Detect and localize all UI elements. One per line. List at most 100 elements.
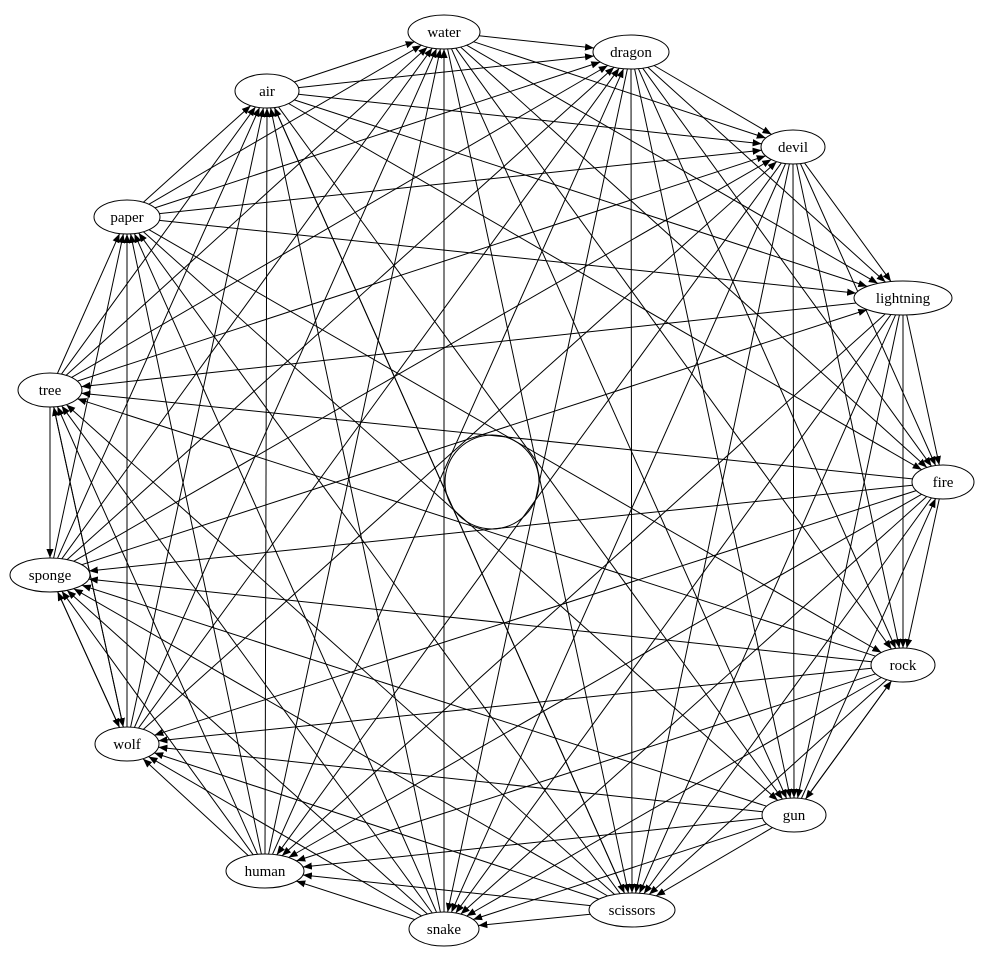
edge-sponge-to-water <box>61 47 433 560</box>
edge-paper-to-rock <box>148 229 882 653</box>
node-label: scissors <box>609 903 656 919</box>
edge-sponge-to-devil <box>73 159 772 562</box>
edge-human-to-paper <box>128 233 262 855</box>
edge-water-to-dragon <box>479 35 595 51</box>
edge-lightning-to-gun <box>795 314 900 799</box>
edge-water-to-gun <box>450 48 788 799</box>
node-gun[interactable]: gun <box>761 797 827 833</box>
edge-scissors-to-tree <box>66 404 615 895</box>
edge-gun-to-rock <box>805 680 892 800</box>
edge-scissors-to-wolf <box>154 752 600 900</box>
edge-rock-to-scissors <box>648 679 888 895</box>
edge-paper-to-lightning <box>159 219 857 296</box>
edge-water-to-rock <box>455 47 892 650</box>
node-label: snake <box>427 922 461 938</box>
node-dragon[interactable]: dragon <box>592 34 670 70</box>
node-ellipse <box>592 34 670 70</box>
node-label: air <box>259 84 275 100</box>
node-tree[interactable]: tree <box>17 372 83 408</box>
edge-sponge-to-paper <box>53 233 126 559</box>
edge-snake-to-human <box>296 880 416 921</box>
node-label: rock <box>890 658 917 674</box>
edge-devil-to-human <box>276 162 782 856</box>
edge-dragon-to-fire <box>642 67 932 467</box>
edge-gun-to-snake <box>472 823 767 921</box>
edge-gun-to-scissors <box>655 827 773 897</box>
node-ellipse <box>911 464 975 500</box>
node-air[interactable]: air <box>234 73 300 109</box>
edge-fire-to-snake <box>460 496 928 915</box>
node-layer: water dragon devil lightning fire rock gun scis… <box>9 14 975 947</box>
edge-paper-to-devil <box>159 147 762 215</box>
edge-lightning-to-fire <box>906 314 941 466</box>
node-wolf[interactable]: wolf <box>94 726 160 762</box>
edge-human-to-tree <box>56 406 258 855</box>
edge-snake-to-air <box>268 107 441 913</box>
edge-air-to-lightning <box>294 99 868 288</box>
node-label: sponge <box>29 568 72 584</box>
edge-human-to-sponge <box>61 590 254 856</box>
node-ellipse <box>93 199 161 235</box>
node-label: gun <box>783 808 806 824</box>
node-fire[interactable]: fire <box>911 464 975 500</box>
edge-devil-to-fire <box>799 163 937 466</box>
edge-air-to-devil <box>298 93 762 147</box>
node-label: paper <box>110 210 143 226</box>
edge-lightning-to-scissors <box>638 314 897 894</box>
node-scissors[interactable]: scissors <box>588 892 676 928</box>
node-label: dragon <box>610 45 652 61</box>
node-ellipse <box>408 911 480 947</box>
edge-air-to-dragon <box>298 53 595 89</box>
edge-snake-to-tree <box>61 405 433 914</box>
node-label: human <box>245 864 286 880</box>
edge-fire-to-human <box>288 493 922 858</box>
edge-tree-to-paper <box>56 233 121 374</box>
edge-lightning-to-human <box>281 313 886 857</box>
edge-tree-to-air <box>61 106 256 375</box>
edge-fire-to-tree <box>81 390 913 480</box>
edge-paper-to-air <box>143 105 252 203</box>
edge-gun-to-fire <box>800 498 937 799</box>
edge-rock-to-tree <box>77 398 876 657</box>
edge-water-to-lightning <box>466 44 879 284</box>
node-paper[interactable]: paper <box>93 199 161 235</box>
node-water[interactable]: water <box>407 14 481 50</box>
edge-paper-to-water <box>148 44 422 205</box>
node-sponge[interactable]: sponge <box>9 557 91 593</box>
edge-wolf-to-water <box>133 48 438 728</box>
edge-rock-to-snake <box>466 677 882 917</box>
edge-gun-to-wolf <box>158 744 763 813</box>
edge-water-to-fire <box>460 46 928 468</box>
node-snake[interactable]: snake <box>408 911 480 947</box>
edge-human-to-water <box>268 48 443 855</box>
edge-scissors-to-sponge <box>73 588 608 897</box>
node-ellipse <box>9 557 91 593</box>
node-label: tree <box>39 383 62 399</box>
node-devil[interactable]: devil <box>760 129 826 165</box>
edge-tree-to-devil <box>77 155 766 382</box>
edge-devil-to-lightning <box>804 162 892 282</box>
node-lightning[interactable]: lightning <box>853 280 953 316</box>
edge-sponge-to-wolf <box>57 591 120 728</box>
edge-devil-to-snake <box>450 163 787 913</box>
node-ellipse <box>225 853 305 889</box>
edge-scissors-to-paper <box>138 232 621 894</box>
edge-dragon-to-lightning <box>647 66 886 283</box>
edge-air-to-fire <box>288 103 922 471</box>
node-human[interactable]: human <box>225 853 305 889</box>
node-rock[interactable]: rock <box>870 647 936 683</box>
node-ellipse <box>94 726 160 762</box>
edge-fire-to-sponge <box>88 484 913 574</box>
edge-fire-to-rock <box>905 498 940 649</box>
node-ellipse <box>234 73 300 109</box>
node-ellipse <box>760 129 826 165</box>
edge-gun-to-sponge <box>81 584 767 807</box>
node-ellipse <box>853 280 953 316</box>
edge-fire-to-scissors <box>643 497 932 894</box>
edge-wolf-to-air <box>130 107 266 728</box>
edge-lightning-to-tree <box>81 302 857 390</box>
node-label: wolf <box>113 737 141 753</box>
edge-snake-to-paper <box>133 233 438 913</box>
edge-water-to-devil <box>473 41 766 139</box>
